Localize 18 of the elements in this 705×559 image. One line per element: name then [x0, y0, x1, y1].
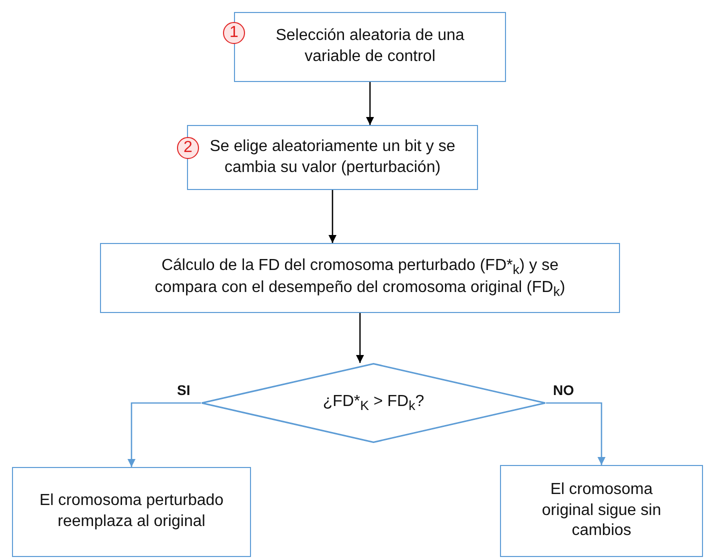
arrow	[356, 313, 364, 363]
edge-label: NO	[552, 382, 575, 398]
callout-number: 2	[177, 137, 199, 159]
arrow	[128, 402, 201, 467]
arrow	[546, 402, 606, 465]
node-text: El cromosoma original sigue sin cambios	[540, 480, 662, 542]
node-text: Selección aleatoria de una variable de control	[274, 26, 466, 67]
edge-label: SI	[176, 382, 192, 398]
process-box	[100, 243, 620, 313]
decision-diamond	[201, 363, 546, 443]
node-text: El cromosoma perturbado reemplaza al original	[38, 491, 225, 532]
process-box	[12, 467, 251, 557]
node-text: ¿FD*$_{K}$ > FD$_{k}$?	[322, 392, 424, 414]
arrow	[366, 82, 374, 125]
node-text: Cálculo de la FD del cromosoma perturbado (FD*$_{k}$) y se compara con el desempeño del cromosoma original (FD$_{k}$)	[154, 256, 566, 300]
callout-number: 1	[223, 22, 245, 44]
process-box	[500, 465, 703, 557]
arrow	[328, 190, 336, 243]
